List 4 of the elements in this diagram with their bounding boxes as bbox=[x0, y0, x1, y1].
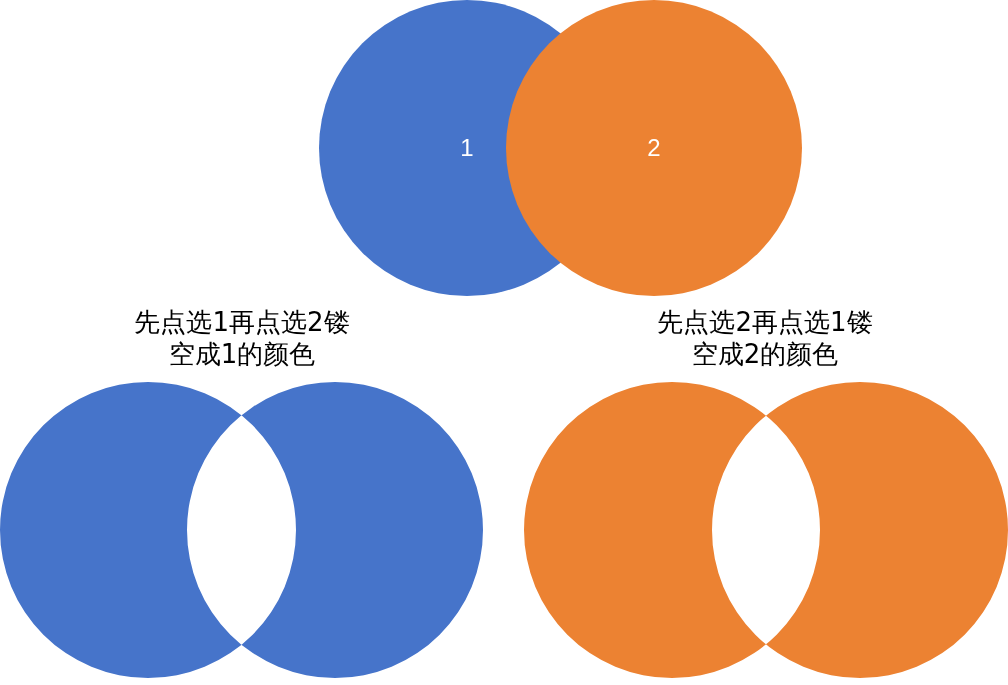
heading-text: 先点选1再点选2镂空成1的颜色 bbox=[133, 306, 351, 370]
number-label: 2 bbox=[646, 134, 662, 162]
number-label: 1 bbox=[459, 134, 475, 162]
heading-text: 先点选2再点选1镂空成2的颜色 bbox=[656, 306, 874, 370]
